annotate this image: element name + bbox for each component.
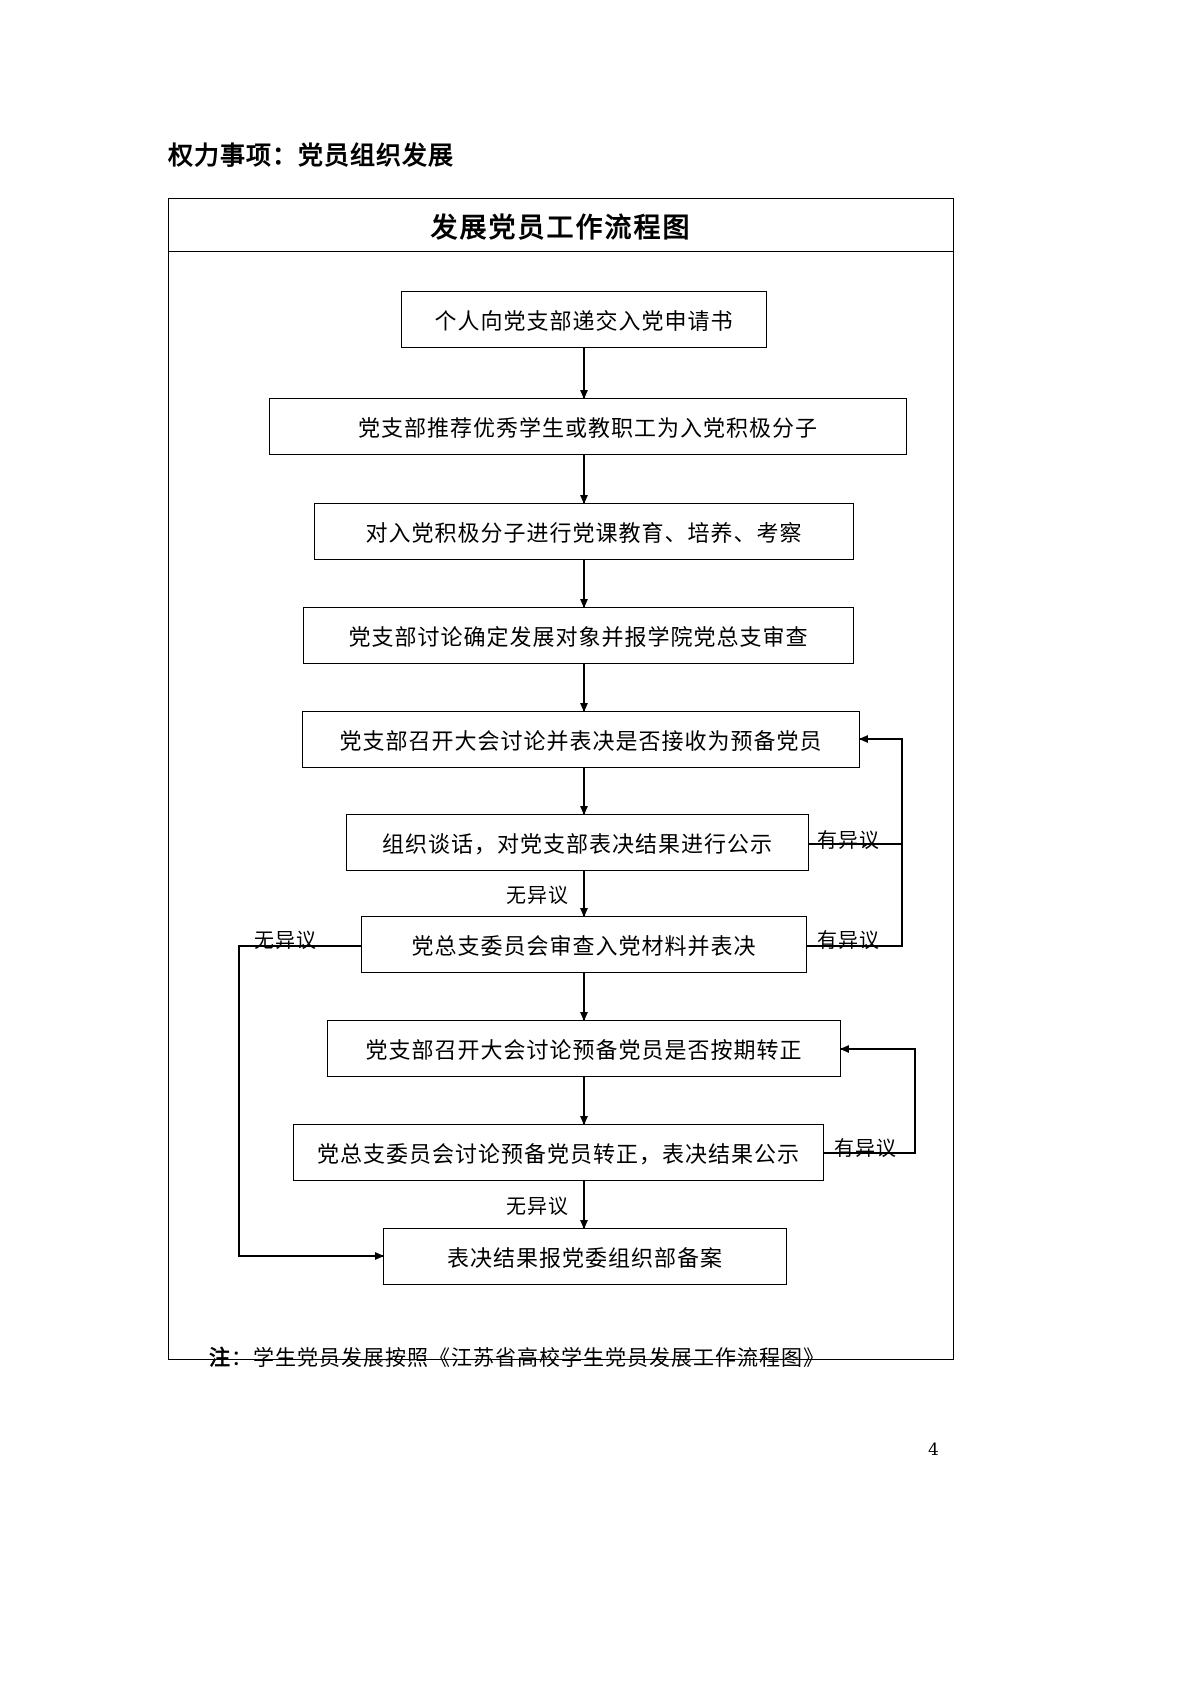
edge-label-objection-2: 有异议 [817,928,880,952]
flow-node-9[interactable]: 党总支委员会讨论预备党员转正，表决结果公示 [293,1124,824,1181]
flow-node-7-label: 党总支委员会审查入党材料并表决 [411,934,757,960]
flow-node-8-label: 党支部召开大会讨论预备党员是否按期转正 [365,1038,803,1064]
flow-node-4[interactable]: 党支部讨论确定发展对象并报学院党总支审查 [303,607,854,664]
flowchart-connectors [238,348,916,1260]
flow-node-10[interactable]: 表决结果报党委组织部备案 [383,1228,787,1285]
flowchart-title-text: 发展党员工作流程图 [430,212,692,244]
note-separator: ： [231,1346,253,1370]
flow-node-1-label: 个人向党支部递交入党申请书 [434,309,734,335]
edge-label-no-objection-2: 无异议 [254,928,317,952]
flow-node-6[interactable]: 组织谈话，对党支部表决结果进行公示 [346,814,809,871]
flow-node-10-label: 表决结果报党委组织部备案 [446,1246,723,1272]
flow-node-4-label: 党支部讨论确定发展对象并报学院党总支审查 [348,625,809,651]
flow-node-6-label: 组织谈话，对党支部表决结果进行公示 [381,832,773,858]
flowchart-title: 发展党员工作流程图 [169,199,953,252]
edge-label-objection-3: 有异议 [834,1136,897,1160]
flowchart-note: 注：学生党员发展按照《江苏省高校学生党员发展工作流程图》 [209,1342,825,1372]
flowchart-frame: 发展党员工作流程图 [168,198,955,1370]
page-title: 权力事项：党员组织发展 [168,141,455,170]
edge-label-objection-1: 有异议 [817,828,880,852]
flow-node-3[interactable]: 对入党积极分子进行党课教育、培养、考察 [314,503,854,560]
note-prefix: 注 [209,1345,231,1370]
flowchart-canvas: 个人向党支部递交入党申请书 党支部推荐优秀学生或教职工为入党积极分子 对入党积极… [169,252,955,1370]
flow-node-5-label: 党支部召开大会讨论并表决是否接收为预备党员 [339,729,823,755]
flow-node-2[interactable]: 党支部推荐优秀学生或教职工为入党积极分子 [269,398,907,455]
flow-node-1[interactable]: 个人向党支部递交入党申请书 [401,291,767,348]
flow-node-2-label: 党支部推荐优秀学生或教职工为入党积极分子 [357,416,818,442]
flow-node-3-label: 对入党积极分子进行党课教育、培养、考察 [365,521,803,547]
edge-label-no-objection-1: 无异议 [506,883,569,907]
edge-label-no-objection-3: 无异议 [506,1194,569,1218]
flow-node-9-label: 党总支委员会讨论预备党员转正，表决结果公示 [316,1142,800,1168]
flow-node-5[interactable]: 党支部召开大会讨论并表决是否接收为预备党员 [302,711,860,768]
note-text: 学生党员发展按照《江苏省高校学生党员发展工作流程图》 [253,1346,825,1370]
page-number: 4 [928,1440,939,1460]
flow-node-8[interactable]: 党支部召开大会讨论预备党员是否按期转正 [327,1020,841,1077]
flow-node-7[interactable]: 党总支委员会审查入党材料并表决 [361,916,807,973]
